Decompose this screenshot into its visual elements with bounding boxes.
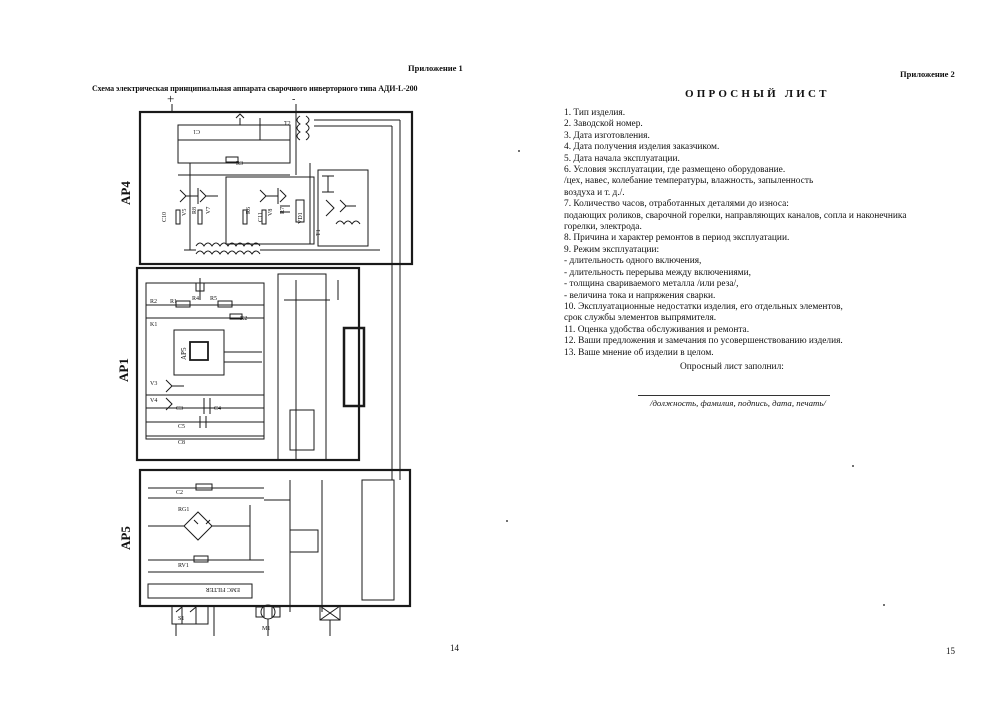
block-label-ar1: АР1 [116,358,131,382]
scan-speck [883,604,885,606]
survey-item: 10. Эксплуатационные недостатки изделия,… [564,301,843,312]
label-rg1: RG1 [178,507,189,513]
page-number-14: 14 [450,643,459,653]
survey-item: - величина тока и напряжения сварки. [564,290,716,301]
survey-item: 7. Количество часов, отработанных деталя… [564,199,789,210]
label-v4: V4 [150,398,157,404]
signature-line [638,395,830,396]
survey-item: - толщина свариваемого металла /или реза… [564,279,739,290]
label-v8: V8 [268,209,274,216]
survey-item: - длительность одного включения, [564,256,702,267]
label-k1: K1 [150,322,157,328]
page-number-15: 15 [946,646,955,656]
survey-item: воздуха и т. д./. [564,187,625,198]
label-k2: K2 [240,316,247,322]
survey-item: 8. Причина и характер ремонтов в период … [564,233,790,244]
label-c10: С10 [162,212,168,222]
scan-speck [518,150,520,152]
label-vd1: VD1 [298,212,304,224]
survey-item: 13. Ваше мнение об изделии в целом. [564,347,714,358]
survey-item: горелки, электрода. [564,222,642,233]
label-c2: С2 [176,490,183,496]
survey-item: срок службы элементов выпрямителя. [564,313,717,324]
survey-item: подающих роликов, сварочной горелки, нап… [564,210,907,221]
survey-item: 2. Заводской номер. [564,119,643,130]
block-ar1: R5 R4 R2 R1 K1 K2 АР5 V3 V4 С3 С4 С5 С8 … [116,266,366,462]
survey-item: /цех, навес, колебание температуры, влаж… [564,176,814,187]
right-page: Приложение 2 ОПРОСНЫЙ ЛИСТ 1. Тип издели… [500,0,1000,705]
label-m1: M1 [262,626,270,632]
label-c8: С8 [178,440,185,446]
appendix-label-1: Приложение 1 [408,63,463,73]
survey-item: 11. Оценка удобства обслуживания и ремон… [564,324,750,335]
block-ar5: EMC FILTER С2 RG1 RV1 АР5 [118,468,412,612]
label-v5: V5 [182,209,188,216]
label-r2: R2 [150,299,157,305]
appendix-label-2: Приложение 2 [900,69,955,79]
survey-item: 1. Тип изделия. [564,108,626,118]
survey-item: 4. Дата получения изделия заказчиком. [564,142,720,153]
label-t1: T1 [316,229,322,236]
external-components: S1 M1 [171,604,341,636]
survey-item: 6. Условия эксплуатации, где размещено о… [564,165,786,176]
label-r7: R7 [280,207,286,214]
welder-schematic: + - [116,91,414,636]
label-emc-filter: EMC FILTER [206,586,240,592]
label-c1: С1 [193,128,200,134]
survey-item: - длительность перерыва между включениям… [564,267,751,278]
signature-caption: /должность, фамилия, подпись, дата, печа… [650,398,826,408]
terminal-plus: + [167,91,174,106]
label-c3: С3 [176,406,183,412]
label-ap5-inner: АР5 [180,347,188,360]
label-rv1: RV1 [178,563,189,569]
scan-speck [506,520,508,522]
label-c5: С5 [178,424,185,430]
survey-item: 5. Дата начала эксплуатации. [564,153,680,164]
label-c4: С4 [214,406,221,412]
block-label-ar4: АР4 [118,181,133,205]
label-r6: R6 [246,207,252,214]
survey-item-list: 1. Тип изделия. 2. Заводской номер. 3. Д… [564,108,984,359]
label-t2: T2 [284,121,291,127]
label-r4: R4 [192,296,199,302]
label-v3: V3 [150,381,157,387]
survey-title: ОПРОСНЫЙ ЛИСТ [685,88,830,100]
label-r1: R1 [170,299,177,305]
left-page: Приложение 1 Схема электрическая принцип… [92,63,463,653]
label-s1: S1 [178,616,184,622]
filled-by-label: Опросный лист заполнил: [680,362,784,372]
survey-item: 3. Дата изготовления. [564,130,650,141]
scan-speck [852,465,854,467]
survey-item: 12. Ваши предложения и замечания по усов… [564,336,843,347]
label-c11: С11 [258,212,264,222]
label-r8: R8 [192,207,198,214]
block-ar4: С1 R3 T2 С10 V5 R8 V7 R6 С11 V8 R7 VD1 T… [118,110,414,480]
terminal-minus: - [292,94,295,105]
label-r5: R5 [210,296,217,302]
label-r3: R3 [236,161,243,167]
label-v7: V7 [206,207,212,214]
schematic-title: Схема электрическая принципиальная аппар… [92,84,418,93]
block-label-ar5: АР5 [118,526,133,550]
survey-item: 9. Режим эксплуатации: [564,244,660,255]
